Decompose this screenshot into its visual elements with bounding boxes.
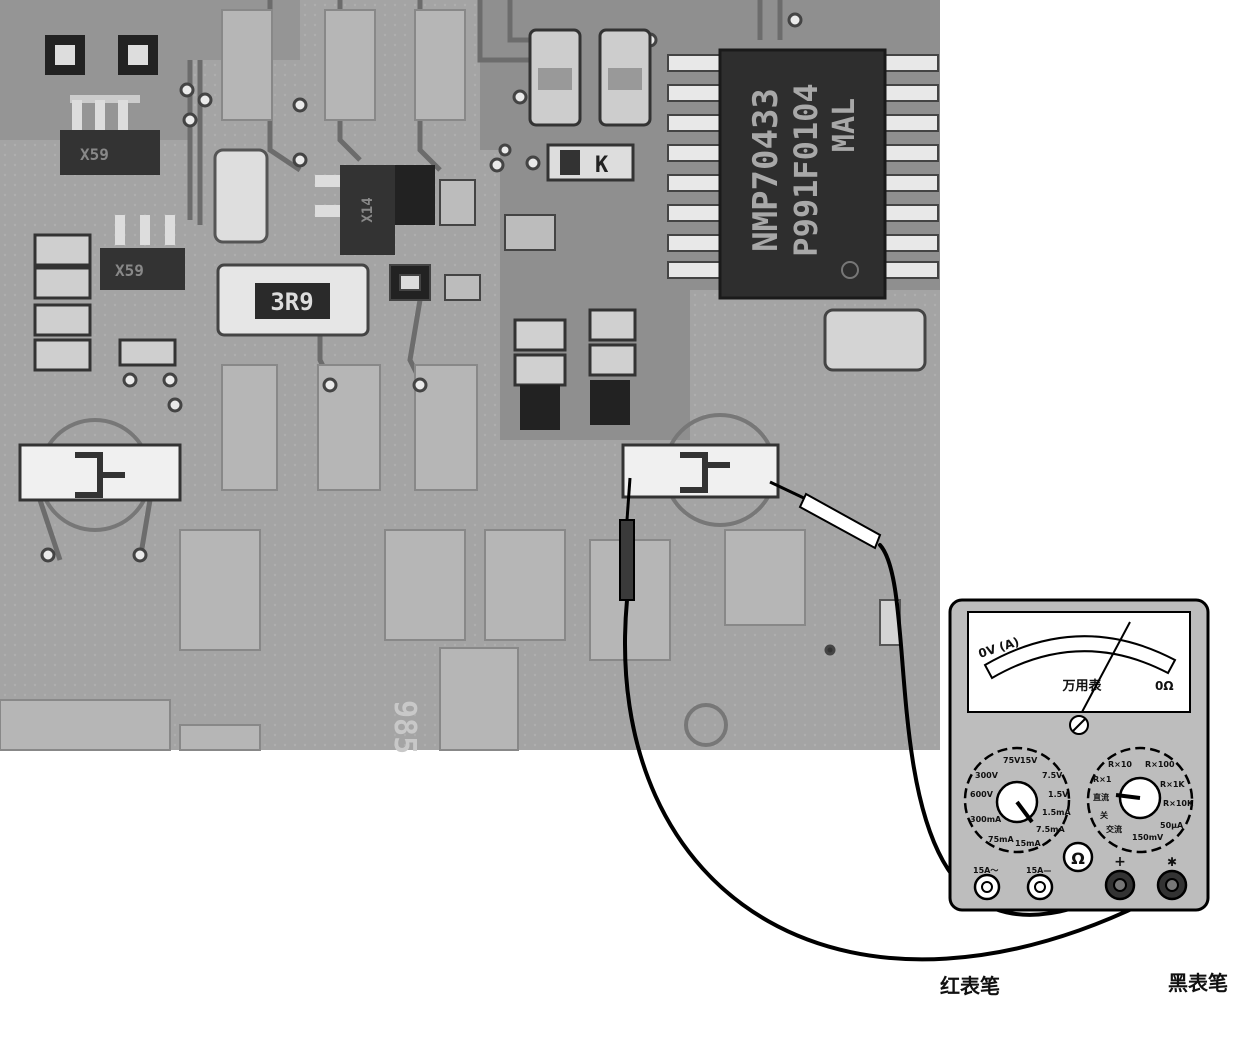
- pcb-pad: [179, 529, 261, 651]
- pcb-resistor: 3R9: [216, 263, 370, 337]
- right-dial-label: R×1K: [1160, 780, 1185, 789]
- pcb-transistor-3: X59: [100, 215, 185, 290]
- left-dial-label: 600V: [970, 790, 994, 799]
- via-hole: [162, 372, 178, 388]
- jack-label-plus: +: [1114, 854, 1126, 870]
- via-hole: [292, 97, 308, 113]
- pcb-capacitor-pair: [528, 28, 652, 127]
- pcb-pad: [179, 724, 261, 751]
- via-hole: [489, 157, 505, 173]
- via-hole: [498, 143, 512, 157]
- left-dial-label: 15mA: [1015, 839, 1041, 848]
- black-probe-label: 黑表笔: [1168, 971, 1228, 995]
- via-hole: [525, 155, 541, 171]
- jack-15a-ac[interactable]: [973, 873, 1001, 901]
- left-dial-label: 7.5V: [1042, 771, 1063, 780]
- pcb-pad: [414, 364, 478, 491]
- via-hole: [412, 377, 428, 393]
- right-dial-label: R×10K: [1163, 799, 1194, 808]
- jack-label-common: ✱: [1167, 855, 1177, 869]
- jack-label-15a-dc: 15A—: [1026, 866, 1051, 875]
- pcb-pad: [484, 529, 566, 641]
- right-dial-label: 150mV: [1132, 833, 1164, 842]
- transistor-marking-3: X59: [115, 261, 144, 280]
- pcb-pad: [221, 9, 273, 121]
- pcb-photo: X59 X59 3R9: [0, 0, 940, 754]
- resistor-marking: 3R9: [270, 288, 313, 316]
- pcb-transistor-1: X59: [45, 35, 160, 175]
- pcb-pad: [724, 529, 806, 626]
- via-hole: [787, 12, 803, 28]
- via-hole: [179, 82, 195, 98]
- left-dial-label: 7.5mA: [1036, 825, 1066, 834]
- pcb-pad: [414, 9, 466, 121]
- meter-needle: [1081, 621, 1131, 713]
- scale-right-label: 0Ω: [1155, 679, 1174, 693]
- pcb-component-k: K: [546, 143, 635, 182]
- left-range-dial[interactable]: 75V 15V 300V 7.5V 600V 1.5V 300mA 1.5mA …: [963, 746, 1072, 854]
- via-hole: [122, 372, 138, 388]
- via-hole: [167, 397, 183, 413]
- via-hole: [824, 644, 836, 656]
- black-probe[interactable]: [619, 477, 635, 601]
- pcb-pad: [384, 529, 466, 641]
- jack-label-15a-ac: 15A～: [973, 866, 998, 875]
- via-hole: [40, 547, 56, 563]
- pcb-pad: [0, 699, 171, 751]
- red-probe[interactable]: [769, 480, 882, 550]
- pcb-capacitor: [213, 148, 269, 244]
- right-dial-label: 50μA: [1160, 821, 1184, 830]
- component-k-label: K: [595, 153, 609, 178]
- via-hole: [512, 89, 528, 105]
- jack-plus[interactable]: [1104, 869, 1136, 901]
- left-dial-label: 300V: [975, 771, 999, 780]
- via-hole: [292, 152, 308, 168]
- pcb-pad: [324, 9, 376, 121]
- right-dial-label: R×1: [1093, 775, 1112, 784]
- pcb-fuse-under-test: [621, 443, 780, 499]
- pcb-transistor-2: X14: [315, 165, 435, 255]
- chip-marking-line2: P991F0104: [787, 83, 825, 256]
- pcb-capacitor: [823, 308, 927, 372]
- left-dial-label: 75mA: [988, 835, 1014, 844]
- right-dial-label: R×10: [1108, 760, 1132, 769]
- left-dial-label: 75V: [1003, 756, 1021, 765]
- right-dial-label: 直流: [1093, 792, 1109, 802]
- via-hole: [197, 92, 213, 108]
- jack-common[interactable]: [1156, 869, 1188, 901]
- pcb-ic-chip: NMP70433 P991F0104 MAL: [667, 48, 939, 300]
- via-hole: [322, 377, 338, 393]
- right-dial-label: 交流: [1106, 824, 1122, 834]
- ohm-adjust-knob[interactable]: Ω: [1062, 841, 1094, 873]
- right-range-dial[interactable]: R×10 R×100 R×1 R×1K 直流 R×10K 关 交流 50μA 1…: [1086, 746, 1194, 854]
- right-dial-label: 关: [1100, 810, 1108, 820]
- meter-scale-arc: [983, 635, 1177, 680]
- red-probe-wire: [878, 543, 1122, 917]
- board-number: 985: [387, 700, 422, 754]
- pcb-fuse-left: [18, 443, 182, 502]
- chip-marking-line3: MAL: [827, 98, 862, 152]
- left-dial-label: 15V: [1020, 756, 1038, 765]
- left-dial-label: 300mA: [970, 815, 1002, 824]
- pcb-pad: [439, 647, 519, 751]
- ohm-symbol: Ω: [1071, 849, 1085, 868]
- chip-marking-line1: NMP70433: [746, 88, 786, 252]
- left-dial-label: 1.5mA: [1042, 808, 1072, 817]
- meter-face-label: 万用表: [1061, 678, 1102, 694]
- via-hole: [132, 547, 148, 563]
- multimeter: 0V (A) 0Ω 万用表 75V 15V 300V 7.5V 600V 1.5…: [948, 598, 1210, 912]
- transistor-marking-2: X14: [360, 197, 376, 222]
- pcb-pad: [221, 364, 278, 491]
- transistor-marking-1: X59: [80, 145, 109, 164]
- red-probe-label: 红表笔: [940, 974, 1000, 998]
- left-dial-label: 1.5V: [1048, 790, 1069, 799]
- black-probe-wire: [623, 598, 1172, 962]
- via-hole: [182, 112, 198, 128]
- jack-15a-dc[interactable]: [1026, 873, 1054, 901]
- right-dial-label: R×100: [1145, 760, 1175, 769]
